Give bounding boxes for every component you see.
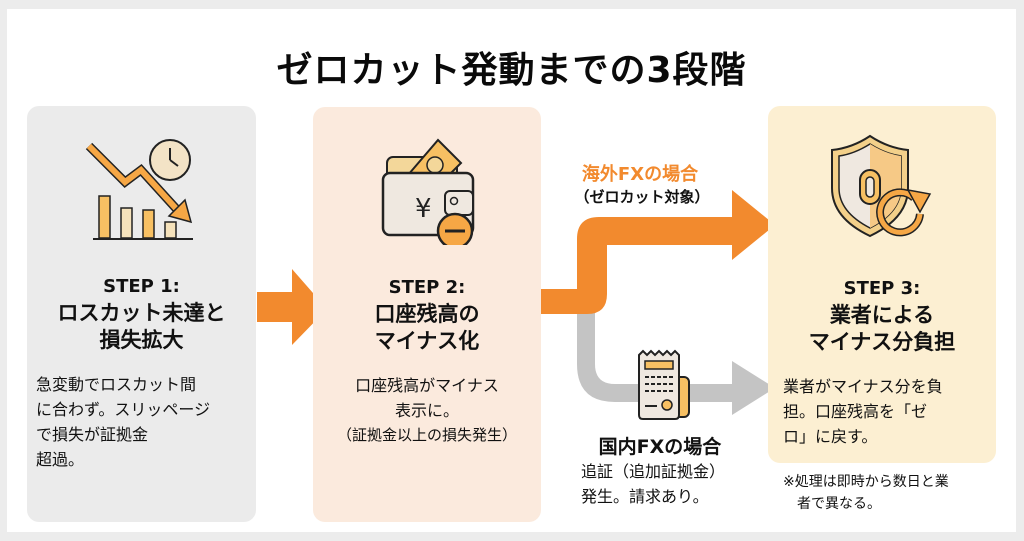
shield-zero-reset-icon <box>831 134 932 238</box>
domestic-desc-line: 発生。請求あり。 <box>581 487 709 506</box>
step-3-label: STEP 3: <box>843 278 921 299</box>
domestic-fx-description: 追証（追加証拠金） 発生。請求あり。 <box>581 459 725 509</box>
step-1-title-line: ロスカット未達と <box>57 301 226 325</box>
falling-chart-clock-icon <box>85 139 193 240</box>
step-3-desc-line: 担。口座残高を「ゼ <box>783 402 928 421</box>
step-3-title: 業者による マイナス分負担 <box>768 302 996 356</box>
step-3-description: 業者がマイナス分を負 担。口座残高を「ゼ ロ」に戻す。 <box>783 374 943 449</box>
domestic-fx-label: 国内FXの場合 <box>598 436 722 458</box>
step-2-title: 口座残高の マイナス化 <box>313 301 541 355</box>
step-1-desc-line: 超過。 <box>36 450 85 469</box>
overseas-fx-label: 海外FXの場合 <box>581 164 699 185</box>
step-2-label: STEP 2: <box>388 277 466 298</box>
yen-glyph: ¥ <box>415 194 432 224</box>
step-2-title-line: マイナス化 <box>374 329 480 353</box>
note-line: 者で異なる。 <box>797 496 881 512</box>
step-1-description: 急変動でロスカット間 に合わず。スリッページ で損失が証拠金 超過。 <box>36 372 210 472</box>
receipt-icon <box>638 349 690 420</box>
step-3-title-line: 業者による <box>829 303 935 327</box>
note-line: ※処理は即時から数日と業 <box>783 474 949 490</box>
overseas-fx-sublabel: （ゼロカット対象） <box>574 188 710 206</box>
flow-arrows <box>257 190 775 415</box>
page-title: ゼロカット発動までの3段階 <box>276 50 747 91</box>
arrow-domestic-branch <box>577 309 775 415</box>
step-3-card: STEP 3: 業者による マイナス分負担 業者がマイナス分を負 担。口座残高を… <box>768 106 996 463</box>
infographic-sheet: ゼロカット発動までの3段階 STEP 1: ロスカット未達と 損失拡大 <box>7 9 1016 532</box>
step-3-title-line: マイナス分負担 <box>808 330 956 354</box>
wallet-minus-icon: ¥ <box>381 138 475 245</box>
step-1-title: ロスカット未達と 損失拡大 <box>27 300 256 354</box>
step-1-label: STEP 1: <box>103 276 180 297</box>
step-1-desc-line: で損失が証拠金 <box>36 425 149 444</box>
arrow-overseas-branch <box>541 190 775 314</box>
step-2-title-line: 口座残高の <box>374 302 480 326</box>
domestic-desc-line: 追証（追加証拠金） <box>581 462 726 481</box>
step-2-desc-line: （証拠金以上の損失発生） <box>336 426 517 444</box>
processing-note: ※処理は即時から数日と業 者で異なる。 <box>783 471 949 515</box>
step-3-desc-line: 業者がマイナス分を負 <box>783 377 943 396</box>
step-2-card: ¥ STEP 2: 口座残高の マイナス化 口座残高がマイナス 表示に。 （証拠… <box>313 107 541 522</box>
arrow-step1-to-step2 <box>257 269 327 345</box>
step-3-desc-line: ロ」に戻す。 <box>783 427 878 446</box>
step-1-title-line: 損失拡大 <box>99 328 184 352</box>
step-1-desc-line: 急変動でロスカット間 <box>36 375 197 394</box>
step-2-desc-line: 表示に。 <box>394 401 459 420</box>
step-2-desc-line: 口座残高がマイナス <box>355 376 499 395</box>
step-2-description: 口座残高がマイナス 表示に。 （証拠金以上の損失発生） <box>313 373 541 448</box>
step-1-desc-line: に合わず。スリッページ <box>36 400 211 419</box>
step-1-card: STEP 1: ロスカット未達と 損失拡大 急変動でロスカット間 に合わず。スリ… <box>27 106 256 522</box>
